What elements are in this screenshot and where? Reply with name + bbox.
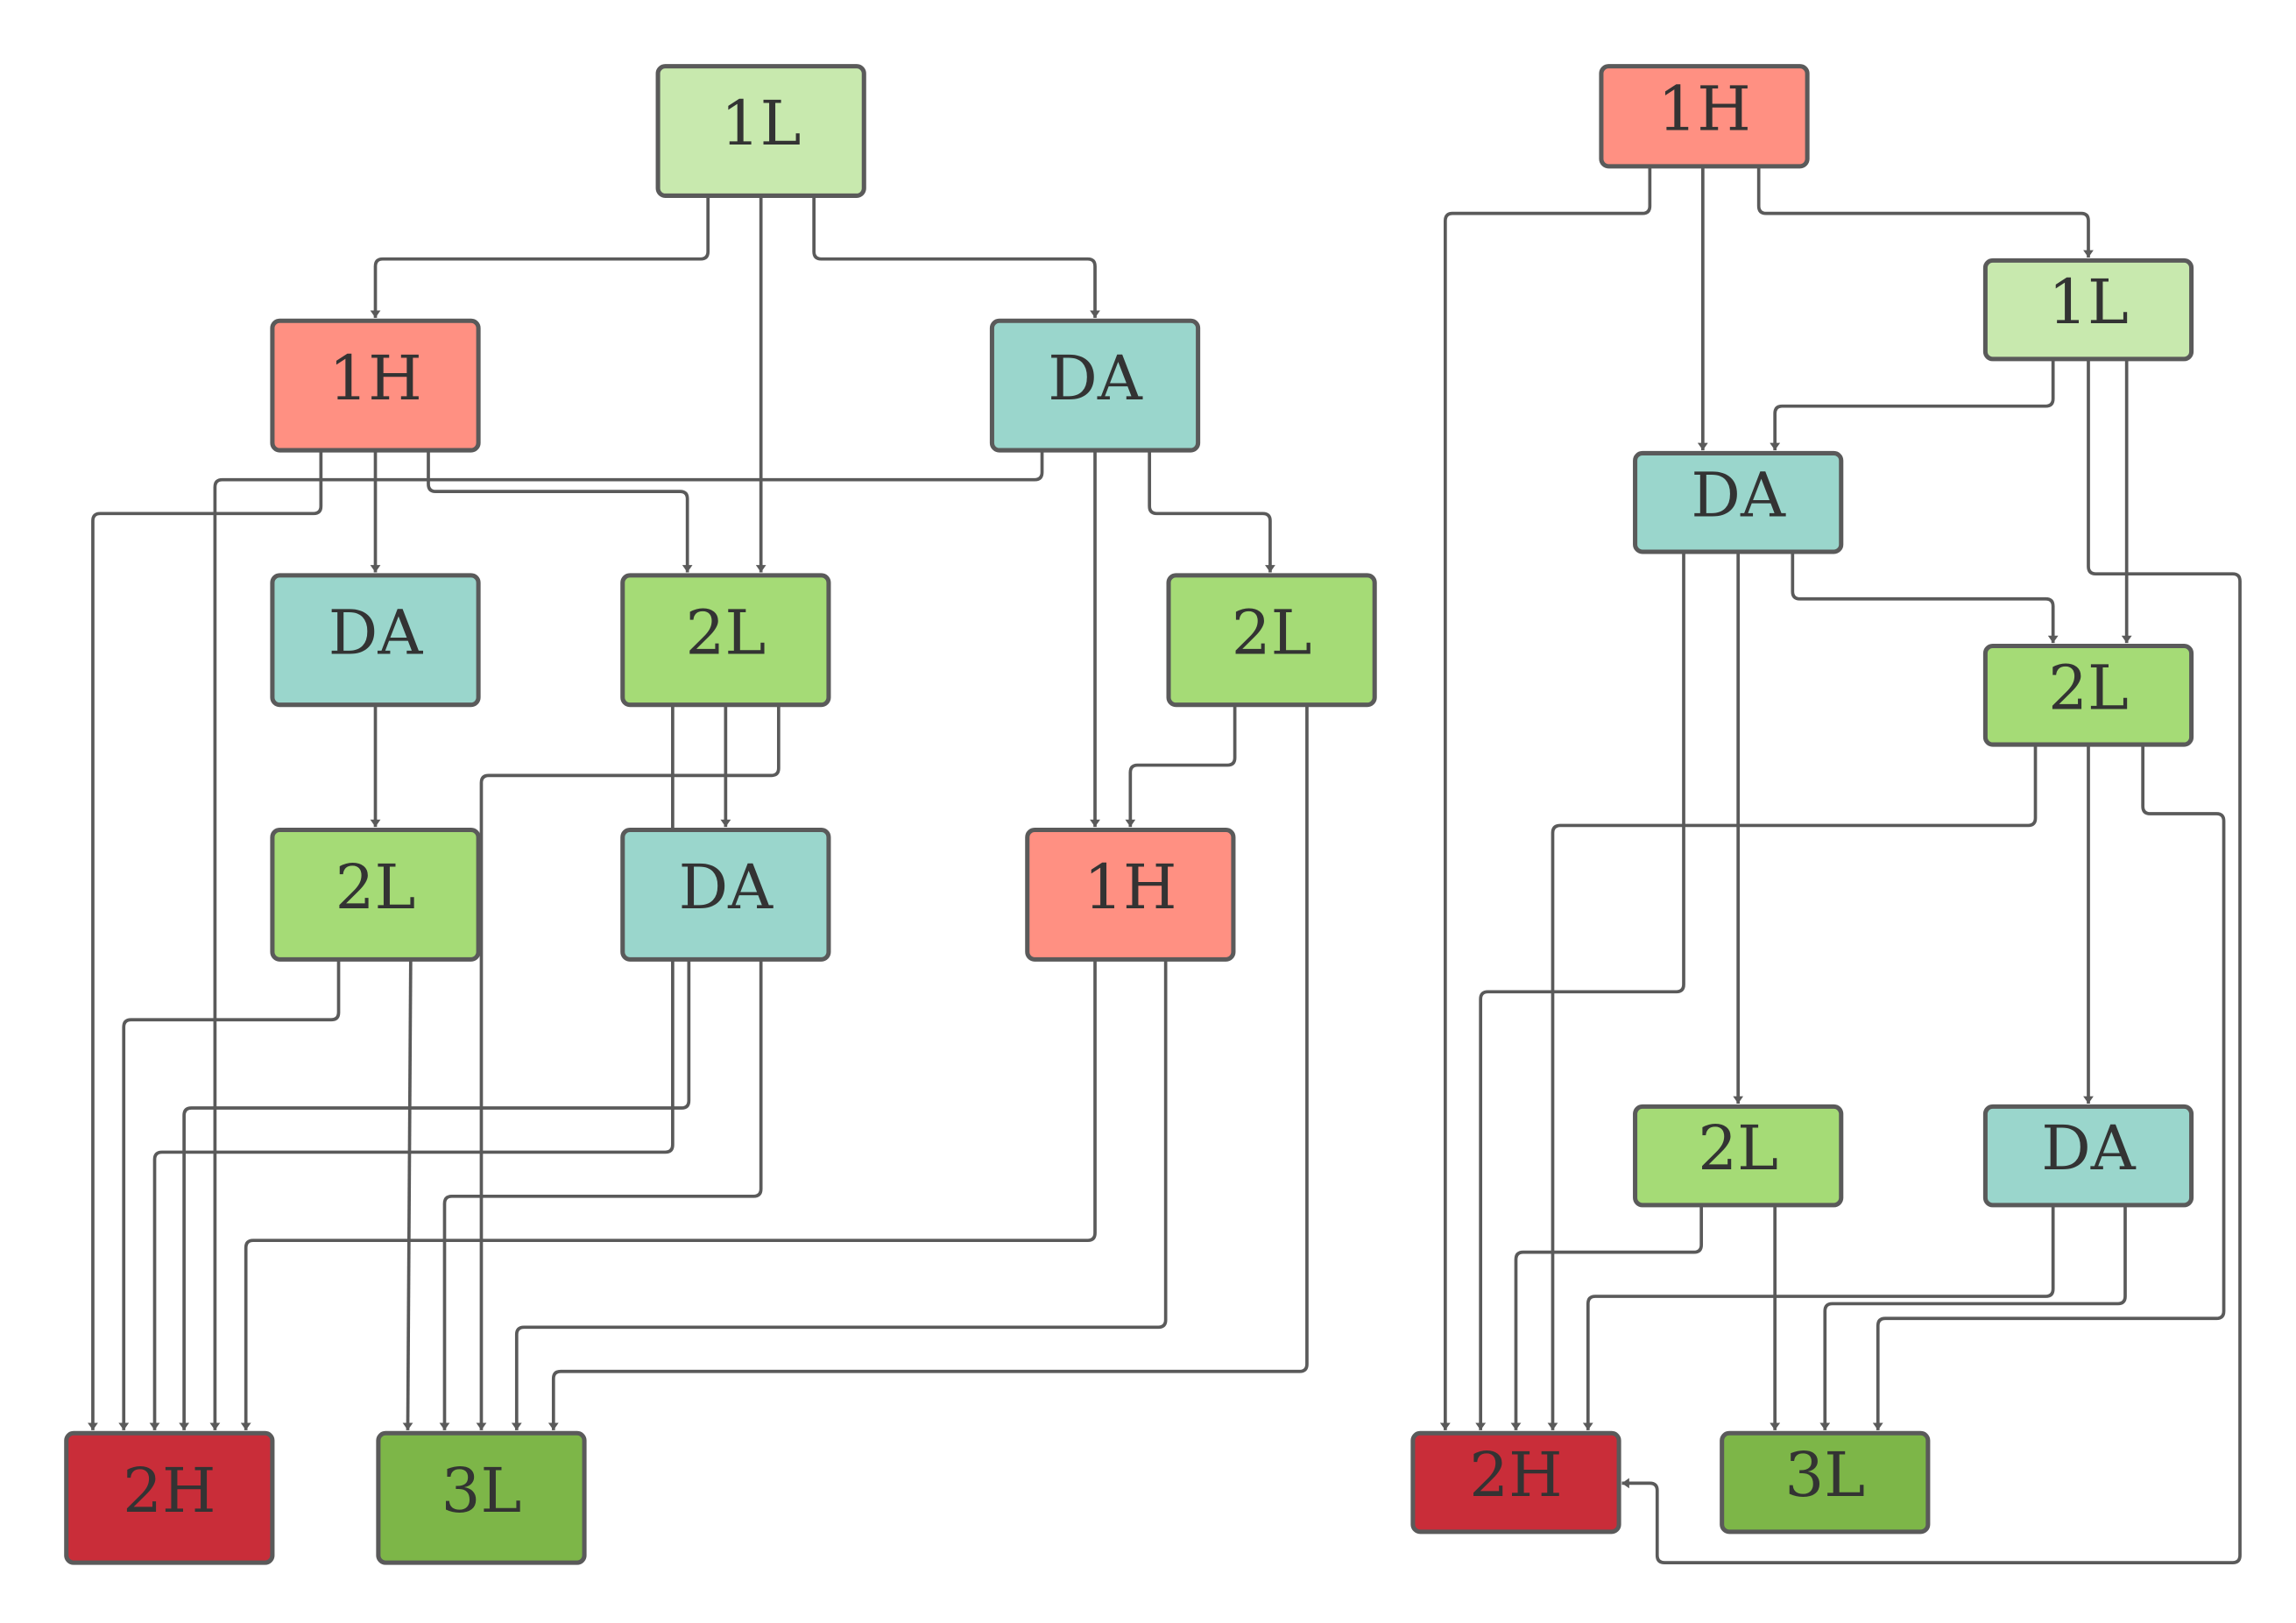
node-da: DA <box>620 827 831 962</box>
node-1l: 1L <box>655 64 866 198</box>
node-2l: 2L <box>620 573 831 708</box>
node-1l: 1L <box>1982 258 2194 362</box>
node-label: 2L <box>1698 1112 1778 1184</box>
node-label: 1H <box>329 342 421 414</box>
edge-E-to-K <box>476 704 781 1430</box>
node-da: DA <box>989 318 1201 453</box>
edge-B-to-E <box>427 450 693 573</box>
edge-R1-to-R7 <box>1439 166 1652 1430</box>
edge-R3-to-R7 <box>1475 551 1685 1430</box>
edge-R5-to-R7 <box>1510 1204 1704 1430</box>
edge-R4-to-R7 <box>1547 744 2038 1430</box>
node-box <box>620 827 831 962</box>
node-label: 3L <box>442 1455 522 1527</box>
node-label: DA <box>1048 342 1143 414</box>
node-label: 1L <box>2048 266 2129 338</box>
node-box <box>1982 643 2194 747</box>
node-label: 2H <box>123 1455 215 1527</box>
node-3l: 3L <box>1720 1430 1931 1535</box>
node-2h: 2H <box>64 1430 275 1565</box>
node-label: DA <box>329 596 424 668</box>
node-2h: 2H <box>1410 1430 1621 1535</box>
node-box <box>270 827 481 962</box>
node-box <box>1720 1430 1931 1535</box>
node-box <box>1982 258 2194 362</box>
edge-R3-to-R4 <box>1791 551 2059 644</box>
edge-I-to-K <box>511 959 1168 1430</box>
node-2l: 2L <box>270 827 481 962</box>
node-label: 1H <box>1657 73 1750 145</box>
node-label: DA <box>679 851 774 923</box>
node-label: 3L <box>1784 1439 1865 1511</box>
edge-R2-to-R3 <box>1770 358 2055 451</box>
node-box <box>1410 1430 1621 1535</box>
node-label: 1L <box>721 88 802 159</box>
node-da: DA <box>1982 1104 2194 1208</box>
edge-A-to-C <box>812 195 1100 318</box>
edge-R2-to-R7 <box>1621 358 2242 1564</box>
node-box <box>64 1430 275 1565</box>
node-3l: 3L <box>376 1430 587 1565</box>
node-label: 2L <box>336 851 416 923</box>
node-da: DA <box>270 573 481 708</box>
node-label: DA <box>1691 459 1786 531</box>
edge-R1-to-R2 <box>1756 166 2094 258</box>
edge-I-to-J <box>240 959 1097 1430</box>
node-da: DA <box>1633 450 1844 554</box>
node-label: 2H <box>1469 1439 1562 1511</box>
edge-E-to-J <box>149 704 675 1430</box>
node-box <box>270 573 481 708</box>
node-label: 1H <box>1084 851 1176 923</box>
node-box <box>376 1430 587 1565</box>
edges <box>88 166 2242 1564</box>
edge-C-to-J <box>209 450 1044 1430</box>
node-box <box>1633 1104 1844 1208</box>
nodes: 1L 1H DA DA 2L 2L 2L DA 1H 2H 3L 1H 1L DA 2L 2L DA 2H 3L <box>64 64 2194 1565</box>
node-1h: 1H <box>270 318 481 453</box>
node-box <box>989 318 1201 453</box>
edge-F-to-I <box>1125 704 1237 828</box>
edge-G-to-J <box>118 959 341 1430</box>
node-box <box>620 573 831 708</box>
node-box <box>1166 573 1377 708</box>
edge-B-to-J <box>88 450 323 1430</box>
node-2l: 2L <box>1633 1104 1844 1208</box>
node-label: 2L <box>685 596 766 668</box>
edge-C-to-F <box>1148 450 1275 573</box>
node-box <box>1025 827 1236 962</box>
edge-H-to-K <box>439 959 763 1430</box>
node-box <box>655 64 866 198</box>
edge-H-to-J <box>179 959 691 1430</box>
node-label: 2L <box>2048 652 2129 723</box>
node-box <box>1599 64 1810 169</box>
edge-R6-to-R8 <box>1819 1204 2127 1430</box>
node-1h: 1H <box>1599 64 1810 169</box>
edge-R6-to-R7 <box>1582 1204 2055 1430</box>
node-1h: 1H <box>1025 827 1236 962</box>
node-label: 2L <box>1232 596 1312 668</box>
edge-A-to-B <box>370 195 710 318</box>
edge-F-to-K <box>548 704 1309 1430</box>
edge-R4-to-R8 <box>1872 744 2226 1430</box>
node-2l: 2L <box>1982 643 2194 747</box>
node-box <box>1982 1104 2194 1208</box>
node-label: DA <box>2041 1112 2137 1184</box>
edge-G-to-K <box>402 959 413 1430</box>
node-2l: 2L <box>1166 573 1377 708</box>
node-box <box>1633 450 1844 554</box>
node-box <box>270 318 481 453</box>
